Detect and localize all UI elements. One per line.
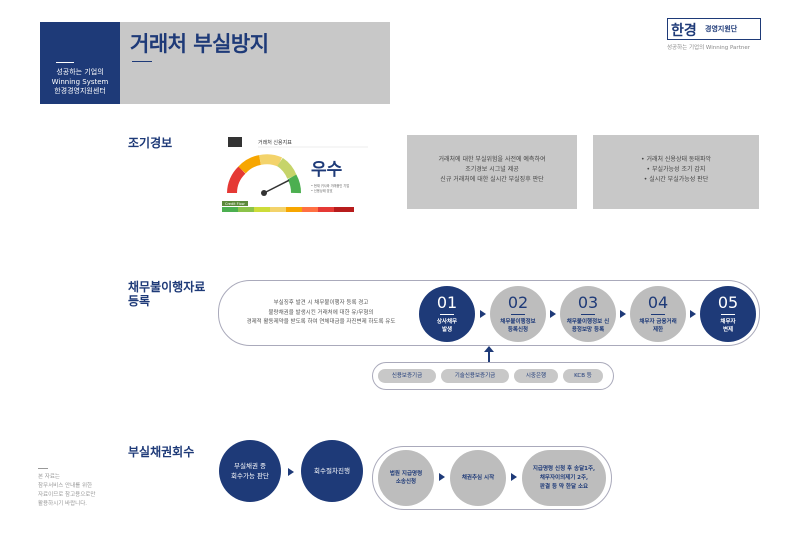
register-description: 부실징후 발견 시 채무불이행자 등록 경고 불량채권을 발생시킨 거래처에 대… [228, 299, 414, 328]
recovery-step-1-label: 부실채권 중 회수가능 판단 [231, 462, 269, 480]
gauge-seg-5 [287, 174, 301, 194]
gauge-graphic: 거래처 신용지표 우수 • 현재 귀사와 거래중인 기업 • 신용상태 양호 C… [222, 137, 368, 212]
gauge-seg-3 [258, 154, 283, 167]
side-line-3: 한경경영지원센터 [54, 87, 106, 95]
logo-han: 한경 [671, 23, 697, 39]
recovery-step-4: 채권추심 시작 [450, 450, 506, 506]
step-label: 채무자 변제 [720, 319, 736, 333]
gauge-seg-2 [238, 155, 262, 174]
register-step-05: 05 채무자 변제 [700, 286, 756, 342]
disclaimer-note: 본 자료는 참무서비스 안내를 위한 자료이므로 참고용으로만 활용하시기 바랍… [38, 473, 95, 509]
step-number: 05 [717, 293, 739, 312]
grade-text: 우수 [311, 160, 343, 180]
info-box-1: 거래처에 대한 부실위험을 사전에 예측하여 조기경보 시그널 제공 신규 거래… [407, 135, 577, 209]
register-step-03: 03 채무불이행정보 신 용정보망 등록 [560, 286, 616, 342]
note-line-4: 활용하시기 바랍니다. [38, 501, 88, 507]
arrow-icon [620, 310, 626, 318]
arrow-icon [288, 468, 294, 476]
step-number: 01 [436, 293, 458, 312]
arrow-icon [511, 473, 517, 481]
step-number: 04 [647, 293, 669, 312]
info1-line-2: 조기경보 시그널 제공 [465, 166, 519, 173]
arrow-icon [480, 310, 486, 318]
page-title: 거래처 부실방지 [130, 32, 269, 56]
recovery-step-3: 법원 지급명령 소송신청 [378, 450, 434, 506]
step-label: 상사채무 발생 [436, 319, 458, 333]
step-number: 02 [507, 293, 529, 312]
gauge-seg-4 [276, 157, 297, 180]
chip-kodit: 신용보증기금 [378, 369, 436, 383]
gauge-bullet-2: • 신용상태 양호 [311, 188, 333, 193]
info2-line-3: • 실시간 부실가능성 판단 [643, 176, 709, 183]
gauge-legend: Credit Flow [225, 202, 245, 206]
title-divider [132, 61, 152, 62]
gauge-bullet-1: • 현재 귀사와 거래중인 기업 [311, 183, 349, 188]
note-line-1: 본 자료는 [38, 474, 60, 480]
gauge-seg-1 [227, 166, 246, 194]
section-title-early-warning: 조기경보 [128, 136, 173, 150]
chip-kcb: KCB 등 [563, 369, 603, 383]
arrow-icon [690, 310, 696, 318]
recovery-step-1: 부실채권 중 회수가능 판단 [219, 440, 281, 502]
up-arrow-icon [484, 346, 494, 352]
header-side-panel: 성공하는 기업의 Winning System 한경경영지원센터 [40, 22, 120, 104]
section2-line-2: 등록 [128, 294, 151, 308]
gauge-needle [263, 179, 290, 194]
arrow-icon [439, 473, 445, 481]
arrow-icon [550, 310, 556, 318]
recovery-step-4-label: 채권추심 시작 [461, 475, 495, 481]
recovery-step-3-label: 법원 지급명령 소송신청 [389, 471, 423, 485]
register-desc-1: 부실징후 발견 시 채무불이행자 등록 경고 [273, 300, 369, 306]
register-desc-2: 불량채권을 발생시킨 거래처에 대한 유/무형의 [268, 309, 374, 316]
note-line-3: 자료이므로 참고용으로만 [38, 492, 96, 498]
note-divider [38, 468, 48, 469]
title-panel: 거래처 부실방지 [120, 22, 390, 104]
register-step-04: 04 채무자 금융거래 제한 [630, 286, 686, 342]
register-step-01: 01 상사채무 발생 [419, 286, 475, 342]
up-arrow-shaft [488, 350, 490, 362]
recovery-step-5: 지급명령 신청 후 송달1주, 채무자이의제기 2주, 판결 등 약 한달 소요 [522, 450, 606, 506]
info-box-2: • 거래처 신용상태 동태파악 • 부실가능성 조기 감지 • 실시간 부실가능… [593, 135, 759, 209]
chip-banks: 시중은행 [514, 369, 558, 383]
info2-line-1: • 거래처 신용상태 동태파악 [641, 156, 711, 163]
side-text: 성공하는 기업의 Winning System 한경경영지원센터 [40, 68, 120, 97]
section2-line-1: 채무불이행자료 [128, 280, 206, 294]
step-label: 채무불이행정보 신 용정보망 등록 [566, 319, 610, 333]
gauge-card: 거래처 신용지표 우수 • 현재 귀사와 거래중인 기업 • 신용상태 양호 C… [218, 135, 378, 223]
chip-kibo: 기술신용보증기금 [441, 369, 509, 383]
section-title-recovery: 부실채권회수 [128, 445, 195, 459]
recovery-step-5-label: 지급명령 신청 후 송달1주, 채무자이의제기 2주, 판결 등 약 한달 소요 [532, 465, 596, 490]
logo-text: 경영지원단 [705, 25, 738, 33]
note-line-2: 참무서비스 안내를 위한 [38, 483, 93, 489]
info1-line-3: 신규 거래처에 대한 실시간 부실징후 판단 [440, 176, 544, 183]
gauge-card-title: 거래처 신용지표 [258, 139, 292, 146]
side-divider [56, 62, 74, 63]
recovery-step-2: 회수절차진행 [301, 440, 363, 502]
brand-logo: 한경 경영지원단 [667, 18, 761, 40]
info2-line-2: • 부실가능성 조기 감지 [646, 166, 706, 173]
register-desc-3: 경제적 활동제약을 받도록 하여 연체대금을 자진변제 하도록 유도 [246, 319, 396, 325]
step-label: 채무자 금융거래 제한 [639, 319, 677, 333]
register-step-02: 02 채무불이행정보 등록신청 [490, 286, 546, 342]
info1-line-1: 거래처에 대한 부실위험을 사전에 예측하여 [438, 156, 546, 163]
step-number: 03 [577, 293, 599, 312]
step-label: 채무불이행정보 등록신청 [500, 319, 536, 333]
side-line-1: 성공하는 기업의 [56, 68, 104, 76]
side-line-2: Winning System [51, 77, 109, 86]
tagline: 성공하는 기업의 Winning Partner [667, 45, 750, 51]
recovery-step-2-label: 회수절차진행 [314, 467, 350, 475]
monitor-icon [228, 137, 242, 147]
section-title-default-register: 채무불이행자료 등록 [128, 280, 205, 308]
